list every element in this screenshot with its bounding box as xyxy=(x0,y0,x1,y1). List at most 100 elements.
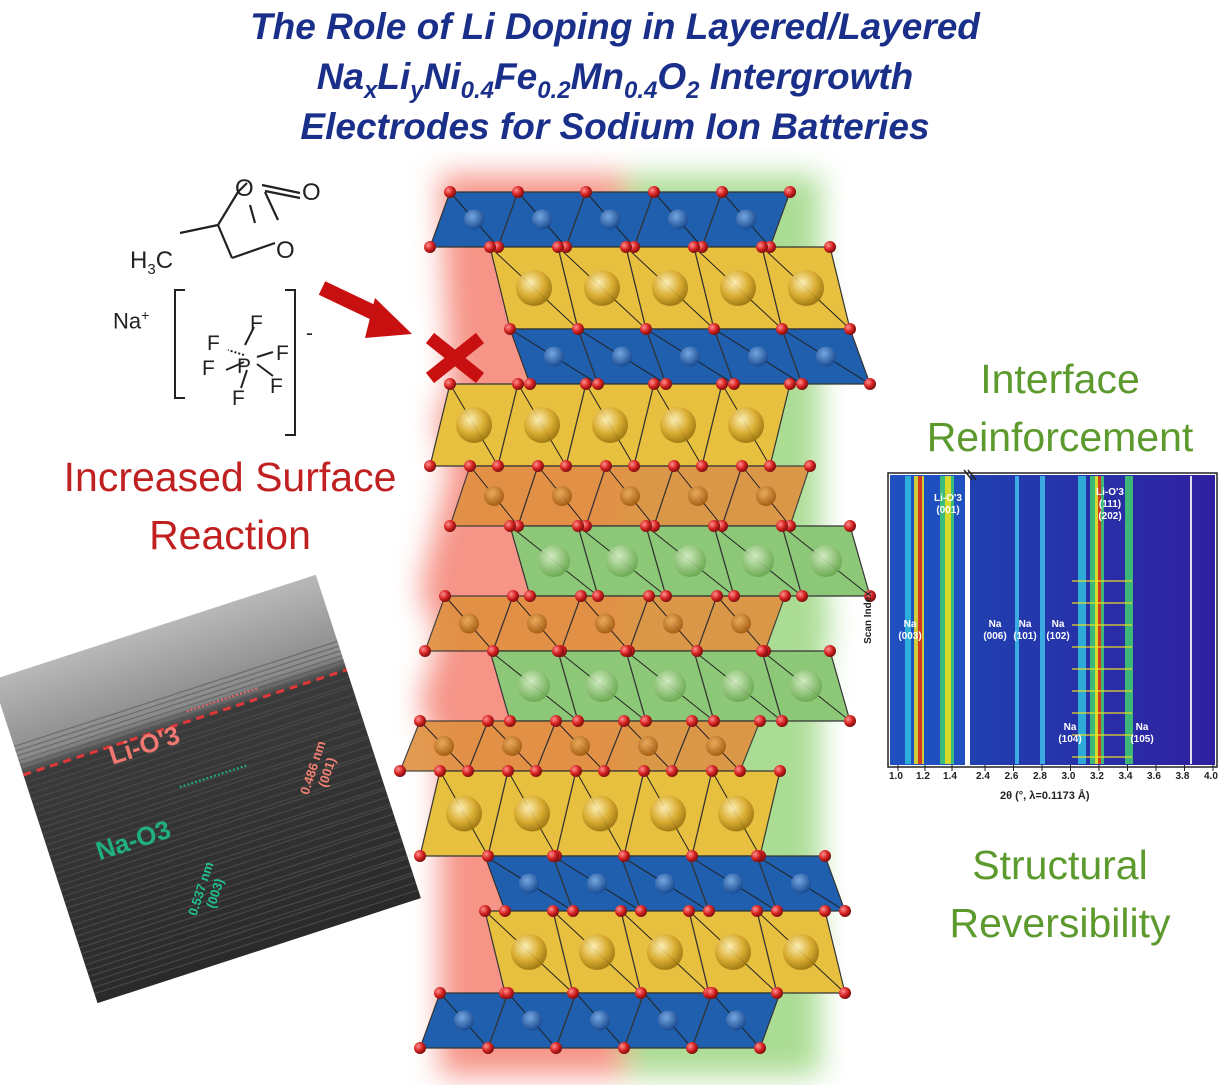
oxygen-atom xyxy=(708,520,720,532)
cation-sphere xyxy=(454,1010,474,1031)
cation-sphere xyxy=(587,873,607,894)
oxygen-atom xyxy=(444,378,456,390)
cation-sphere xyxy=(502,736,522,756)
oxygen-atom xyxy=(771,987,783,999)
oxygen-atom xyxy=(708,323,720,335)
oxygen-atom xyxy=(839,987,851,999)
oxygen-atom xyxy=(844,520,856,532)
cation-sphere xyxy=(658,1010,678,1031)
cation-sphere xyxy=(652,270,688,306)
xrd-peak-na-102: Na(102) xyxy=(1046,619,1070,642)
oxygen-atom xyxy=(703,905,715,917)
oxygen-atom xyxy=(620,645,632,657)
oxygen-atom xyxy=(643,590,655,602)
oxygen-atom xyxy=(666,765,678,777)
cation-sphere xyxy=(484,486,504,506)
oxygen-atom xyxy=(696,460,708,472)
xrd-intensity-band xyxy=(1078,476,1086,764)
oxygen-atom xyxy=(754,1042,766,1054)
oxygen-atom xyxy=(462,765,474,777)
cation-sphere xyxy=(706,736,726,756)
oxygen-atom xyxy=(512,186,524,198)
svg-text:O: O xyxy=(235,175,254,202)
oxygen-atom xyxy=(779,590,791,602)
oxygen-atom xyxy=(660,590,672,602)
oxygen-atom xyxy=(482,715,494,727)
pf6-anion xyxy=(174,289,296,436)
svg-text:F: F xyxy=(270,375,283,398)
oxygen-atom xyxy=(756,645,768,657)
oxygen-atom xyxy=(444,520,456,532)
oxygen-atom xyxy=(754,715,766,727)
oxygen-atom xyxy=(819,850,831,862)
oxygen-atom xyxy=(686,1042,698,1054)
cation-sphere xyxy=(434,736,454,756)
surface-reaction-label: Increased Surface Reaction xyxy=(63,454,397,558)
oxygen-atom xyxy=(598,765,610,777)
oxygen-atom xyxy=(502,765,514,777)
cation-sphere xyxy=(446,795,482,832)
oxygen-atom xyxy=(482,1042,494,1054)
oxygen-atom xyxy=(547,905,559,917)
oxygen-atom xyxy=(864,378,876,390)
xrd-intensity-spot xyxy=(1072,734,1132,736)
cation-sphere xyxy=(464,209,484,230)
title-line-2: NaxLiyNi0.4Fe0.2Mn0.4O2 Intergrowth xyxy=(316,56,914,104)
oxygen-atom xyxy=(552,241,564,253)
oxygen-atom xyxy=(615,905,627,917)
molecule-labels: O O O H3C xyxy=(130,175,321,278)
xrd-intensity-spot xyxy=(1072,602,1132,604)
cation-sphere xyxy=(592,407,628,443)
oxygen-atom xyxy=(824,241,836,253)
oxygen-atom xyxy=(751,905,763,917)
cation-sphere xyxy=(650,795,686,832)
oxygen-atom xyxy=(844,715,856,727)
oxygen-atom xyxy=(580,378,592,390)
oxygen-atom xyxy=(776,520,788,532)
oxygen-atom xyxy=(628,460,640,472)
svg-text:H3C: H3C xyxy=(130,247,173,278)
xrd-x-axis-label: 2θ (°, λ=0.1173 Å) xyxy=(1000,790,1090,802)
xrd-intensity-band xyxy=(1040,476,1045,764)
cation-sphere xyxy=(816,346,836,367)
oxygen-atom xyxy=(419,645,431,657)
oxygen-atom xyxy=(686,850,698,862)
oxygen-atom xyxy=(575,590,587,602)
cation-sphere xyxy=(586,670,618,702)
cation-sphere xyxy=(544,346,564,367)
oxygen-atom xyxy=(600,460,612,472)
oxygen-atom xyxy=(504,715,516,727)
cation-sphere xyxy=(726,1010,746,1031)
cation-sphere xyxy=(606,545,638,577)
svg-text:-: - xyxy=(306,322,313,345)
oxygen-atom xyxy=(635,987,647,999)
xrd-intensity-band xyxy=(905,476,911,764)
xrd-intensity-band xyxy=(1098,476,1101,764)
cation-sphere xyxy=(680,346,700,367)
cation-sphere xyxy=(595,613,615,634)
xrd-tick-label: 3.6 xyxy=(1147,771,1161,782)
cation-sphere xyxy=(668,209,688,230)
oxygen-atom xyxy=(620,241,632,253)
oxygen-atom xyxy=(618,1042,630,1054)
title-line-1: The Role of Li Doping in Layered/Layered xyxy=(250,6,980,47)
oxygen-atom xyxy=(572,715,584,727)
red-arrow-icon xyxy=(318,281,412,338)
oxygen-atom xyxy=(764,460,776,472)
xrd-peak-li-111: Li-O'3(111)(202) xyxy=(1096,487,1124,522)
cation-sphere xyxy=(518,670,550,702)
structural-reversibility-label: Structural Reversibility xyxy=(949,842,1171,946)
oxygen-atom xyxy=(530,765,542,777)
xrd-peak-na-104: Na(104) xyxy=(1058,722,1082,745)
oxygen-atom xyxy=(434,765,446,777)
cation-sphere xyxy=(456,407,492,443)
oxygen-atom xyxy=(499,905,511,917)
oxygen-atom xyxy=(592,590,604,602)
cation-sphere xyxy=(654,670,686,702)
xrd-intensity-spot xyxy=(1072,690,1132,692)
oxygen-atom xyxy=(751,850,763,862)
svg-text:O: O xyxy=(302,179,321,206)
cation-sphere xyxy=(647,934,683,970)
cation-sphere xyxy=(582,795,618,832)
cation-sphere xyxy=(783,934,819,970)
